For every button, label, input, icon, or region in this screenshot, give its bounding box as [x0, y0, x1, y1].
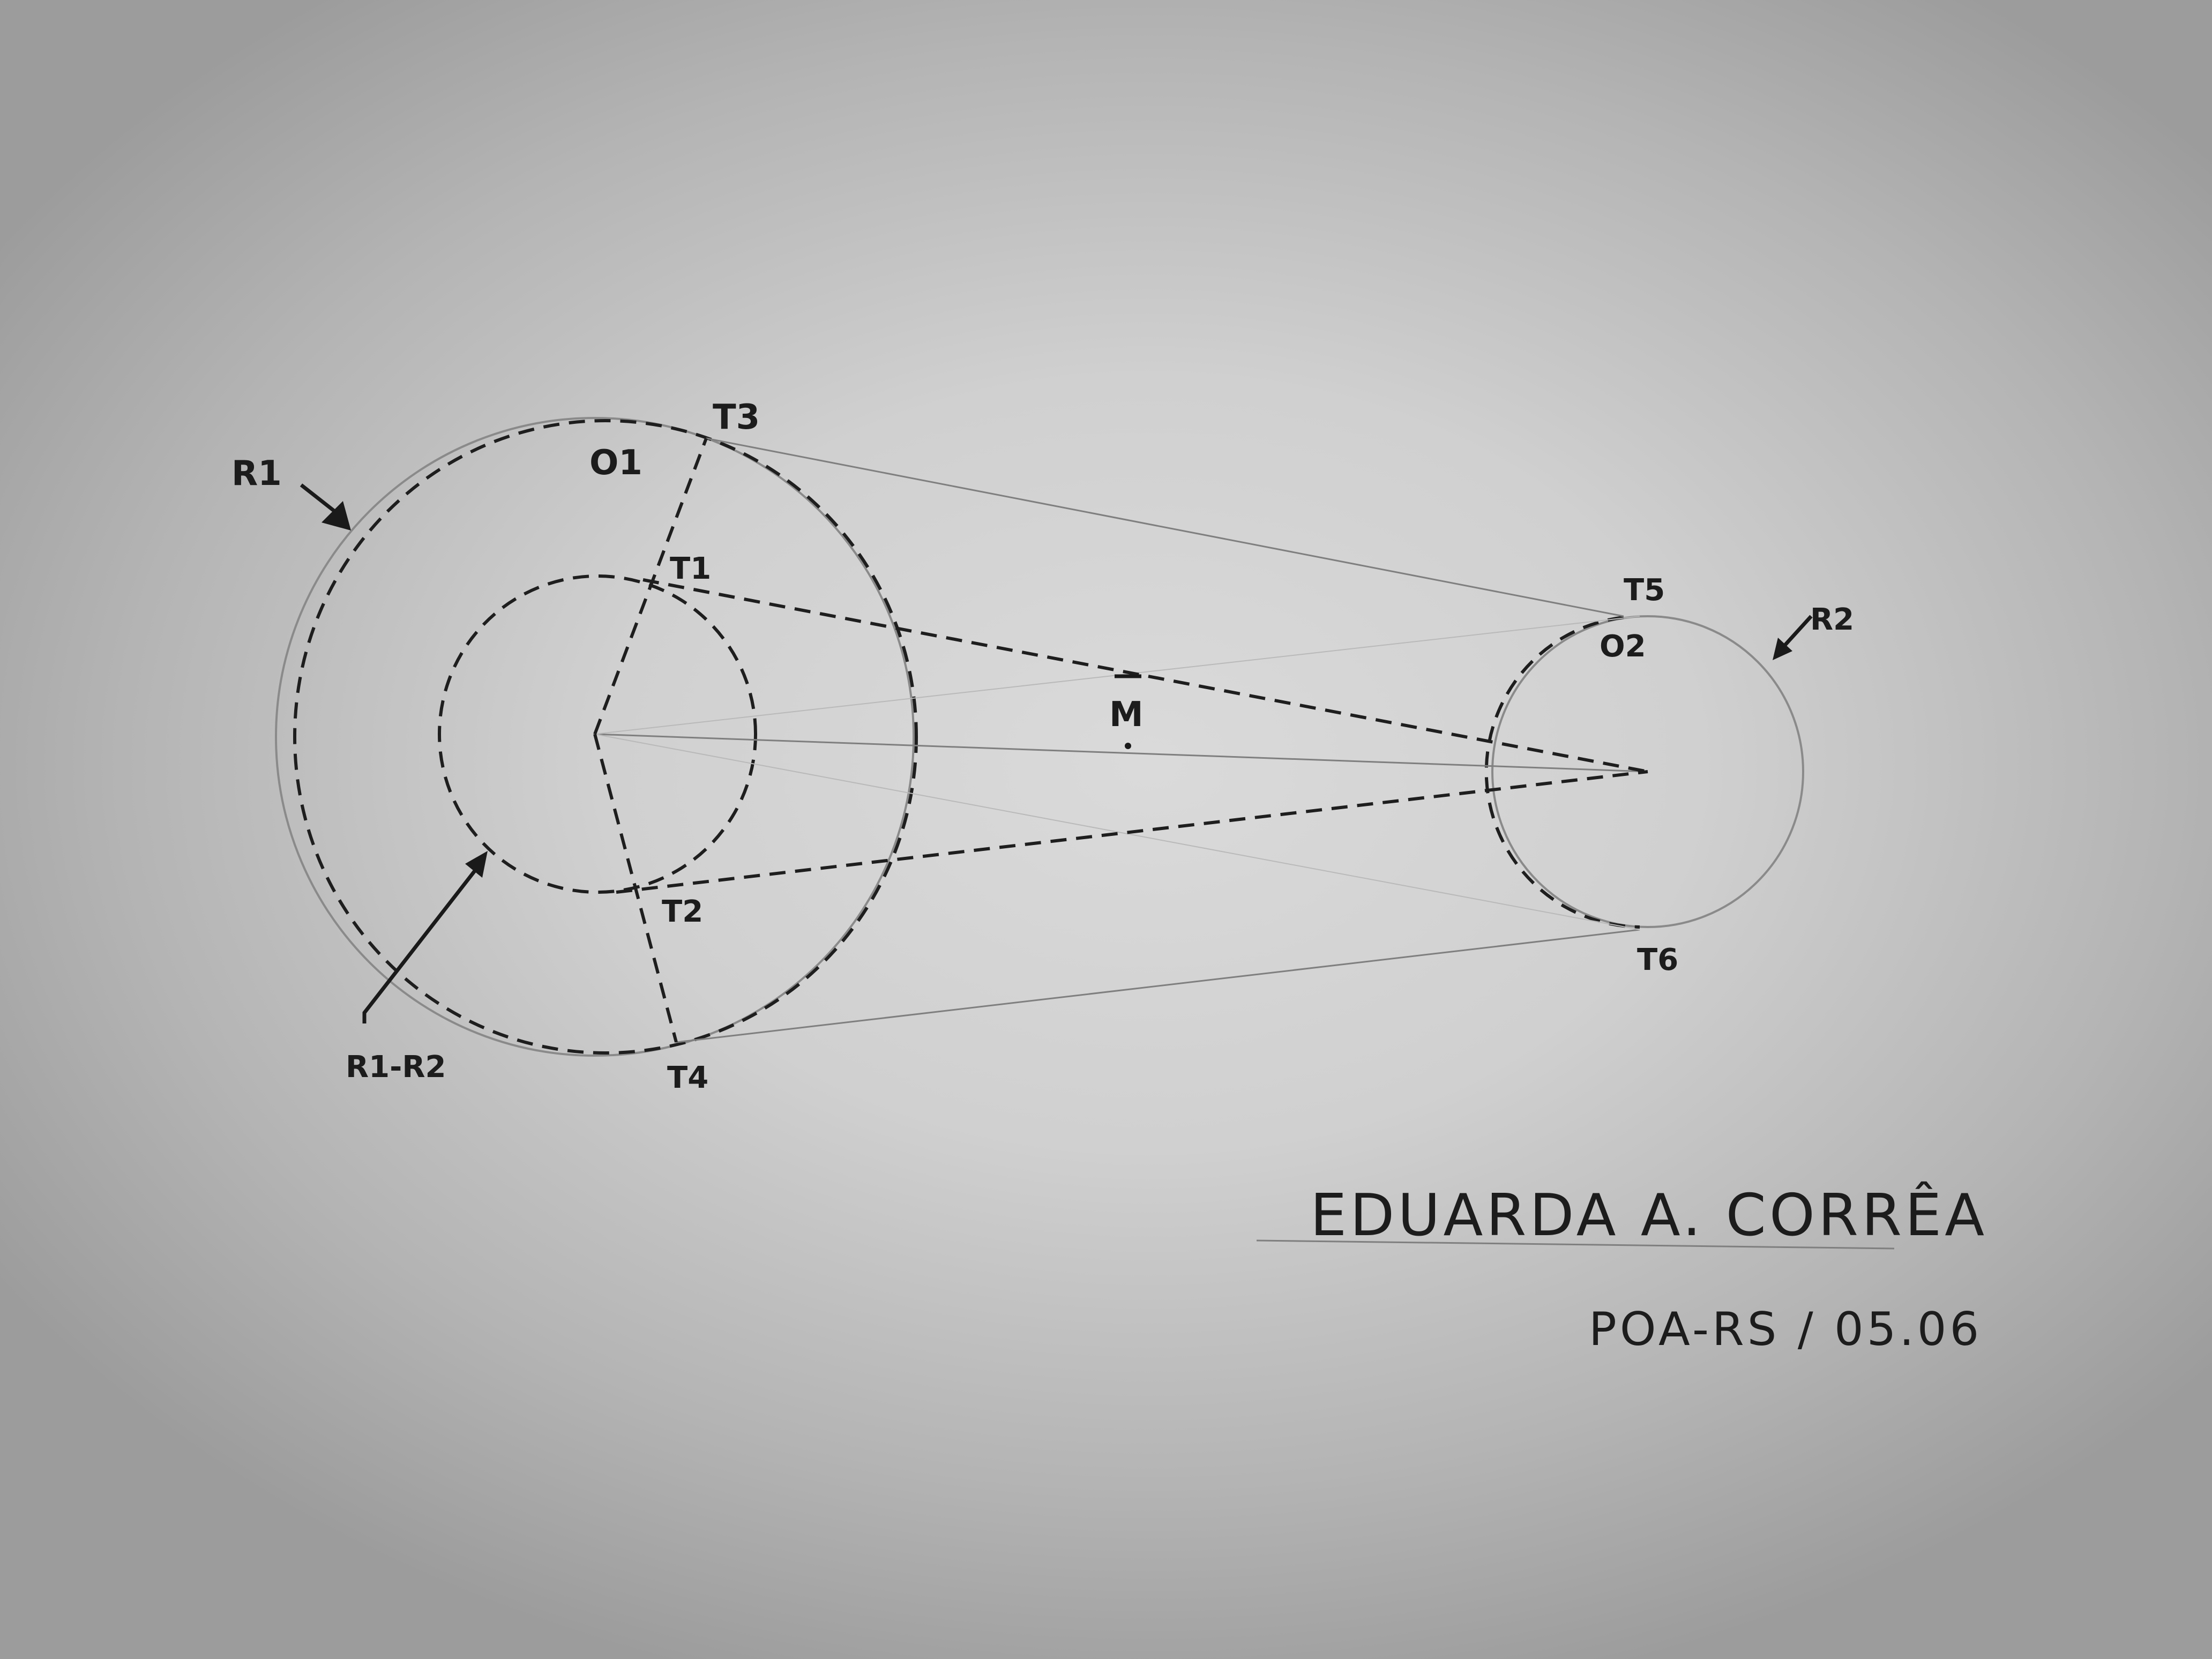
arrow-r1-head — [322, 501, 351, 530]
label-t1: T1 — [670, 551, 711, 586]
label-r1-r2: R1-R2 — [346, 1050, 446, 1085]
label-t4: T4 — [667, 1060, 708, 1095]
label-t5: T5 — [1624, 573, 1665, 608]
midpoint-dot — [1125, 743, 1131, 749]
dashed-arc-r2 — [1484, 616, 1640, 929]
label-o2: O2 — [1600, 629, 1646, 664]
label-t3: T3 — [713, 398, 760, 437]
label-o1: O1 — [589, 443, 642, 483]
label-t2: T2 — [662, 894, 703, 929]
radius-o1-t3 — [593, 437, 708, 735]
label-r2: R2 — [1810, 602, 1854, 637]
author-name: EDUARDA A. CORRÊA — [1310, 1181, 1987, 1249]
circle-r1 — [275, 417, 915, 1057]
label-r1: R1 — [231, 454, 282, 494]
arrow-r1 — [300, 483, 340, 516]
signature-underline — [1256, 1239, 1895, 1250]
place-date: POA-RS / 05.06 — [1589, 1303, 1982, 1356]
tangent-line-t3-t5 — [706, 437, 1624, 617]
radius-o1-t4 — [593, 734, 678, 1043]
tangent-line-t4-t6 — [676, 929, 1640, 1043]
arrow-r1-r2-head — [465, 851, 488, 878]
dashed-tangent-t1-o2 — [642, 578, 1648, 773]
arrow-r1-r2 — [362, 866, 479, 1023]
center-line-o1-o2 — [594, 733, 1648, 773]
circle-r1-minus-r2 — [438, 574, 757, 894]
label-m: M — [1109, 695, 1144, 735]
label-t6: T6 — [1637, 943, 1678, 977]
arrow-r2 — [1783, 615, 1813, 647]
dashed-circle-t3-t4 — [293, 419, 918, 1055]
dashed-tangent-t2-o2 — [616, 770, 1648, 894]
faint-line-lower — [594, 734, 1640, 930]
arrow-r2-head — [1773, 638, 1792, 660]
circle-r2 — [1491, 615, 1804, 928]
